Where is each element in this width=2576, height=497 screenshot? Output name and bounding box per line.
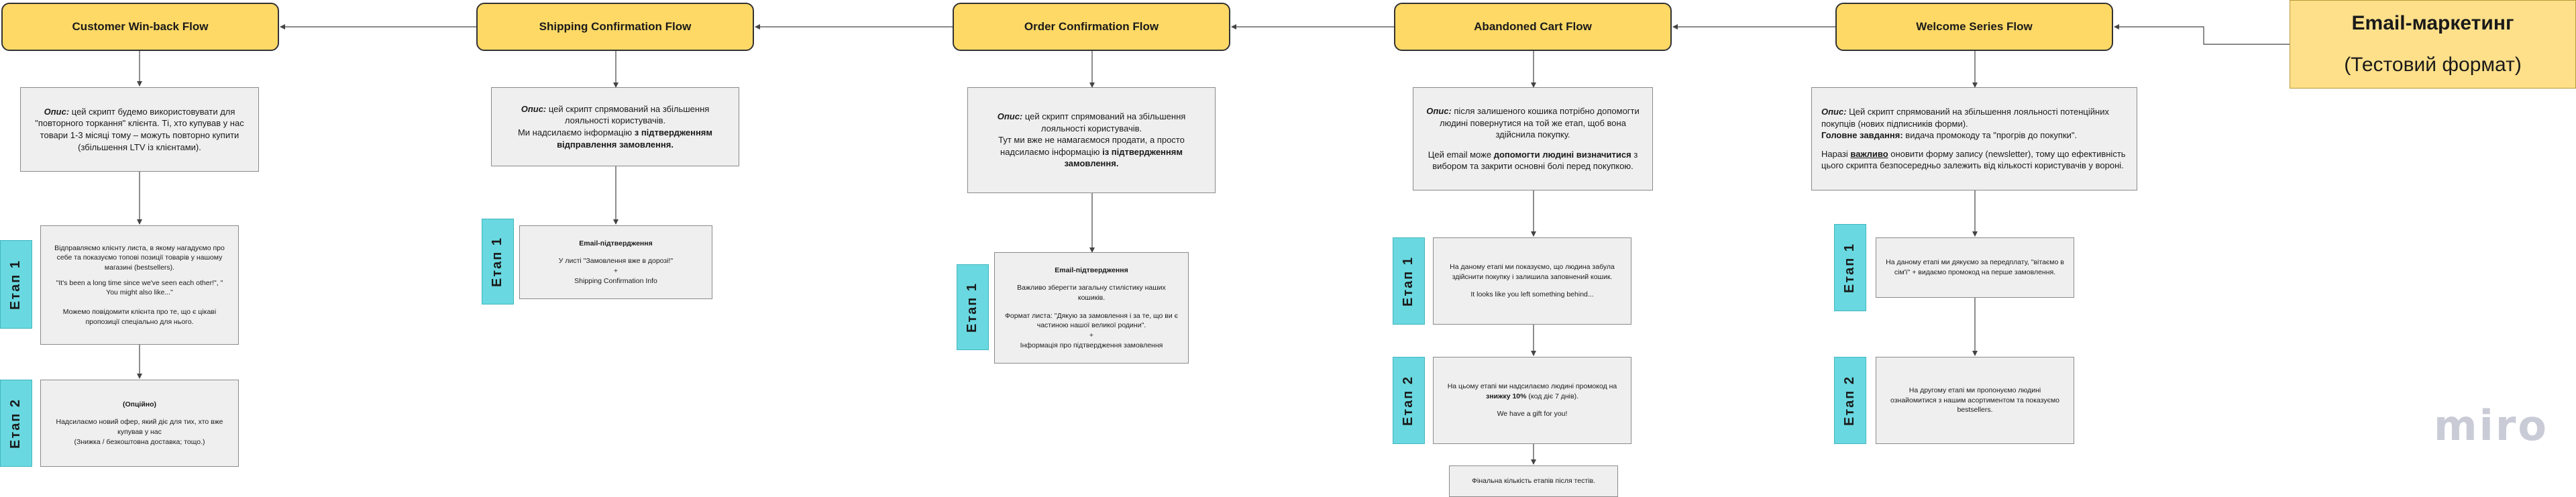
- welcome-description: Опис: Цей скрипт спрямований на збільшен…: [1811, 87, 2137, 190]
- flow-title-cart[interactable]: Abandoned Cart Flow: [1394, 3, 1672, 51]
- miro-logo: miro: [2434, 401, 2549, 450]
- welcome-stage2-card: На другому етапі ми пропонуємо людині оз…: [1876, 357, 2074, 444]
- winback-stage1-label: Етап 1: [0, 240, 32, 329]
- cart-stage2-card: На цьому етапі ми надсилаємо людині пром…: [1433, 357, 1631, 444]
- order-stage1-card: Email-підтвердження Важливо зберегти заг…: [994, 252, 1189, 364]
- order-stage1-label: Етап 1: [957, 264, 989, 350]
- cart-final-note: Фінальна кількість етапів після тестів.: [1449, 465, 1618, 497]
- header-subtitle: (Тестовий формат): [2344, 54, 2522, 76]
- cart-stage1-label: Етап 1: [1393, 237, 1425, 325]
- flow-title-order[interactable]: Order Confirmation Flow: [953, 3, 1230, 51]
- winback-stage2-card: (Опційно) Надсилаємо новий офер, який ді…: [40, 380, 239, 467]
- welcome-stage1-label: Етап 1: [1834, 224, 1866, 311]
- shipping-stage1-label: Етап 1: [482, 219, 514, 305]
- cart-description: Опис: після залишеного кошика потрібно д…: [1413, 87, 1653, 190]
- flow-title-winback[interactable]: Customer Win-back Flow: [1, 3, 279, 51]
- shipping-description: Опис: цей скрипт спрямований на збільшен…: [491, 87, 739, 166]
- winback-stage1-card: Відправляємо клієнту листа, в якому нага…: [40, 225, 239, 345]
- winback-description: Опис: цей скрипт будемо використовувати …: [20, 87, 259, 172]
- cart-stage1-card: На даному етапі ми показуємо, що людина …: [1433, 237, 1631, 325]
- arrow-header-to-welcome: [2114, 24, 2290, 45]
- welcome-stage1-card: На даному етапі ми дякуємо за передплату…: [1876, 237, 2074, 298]
- flow-title-welcome[interactable]: Welcome Series Flow: [1835, 3, 2113, 51]
- flow-title-shipping[interactable]: Shipping Confirmation Flow: [476, 3, 754, 51]
- cart-stage2-label: Етап 2: [1393, 357, 1425, 444]
- shipping-stage1-card: Email-підтвердження У листі "Замовлення …: [519, 225, 712, 299]
- order-description: Опис: цей скрипт спрямований на збільшен…: [967, 87, 1216, 193]
- header-title: Email-маркетинг: [2351, 12, 2514, 34]
- welcome-stage2-label: Етап 2: [1834, 357, 1866, 444]
- header-box: Email-маркетинг (Тестовий формат): [2290, 0, 2576, 89]
- winback-stage2-label: Етап 2: [0, 380, 32, 467]
